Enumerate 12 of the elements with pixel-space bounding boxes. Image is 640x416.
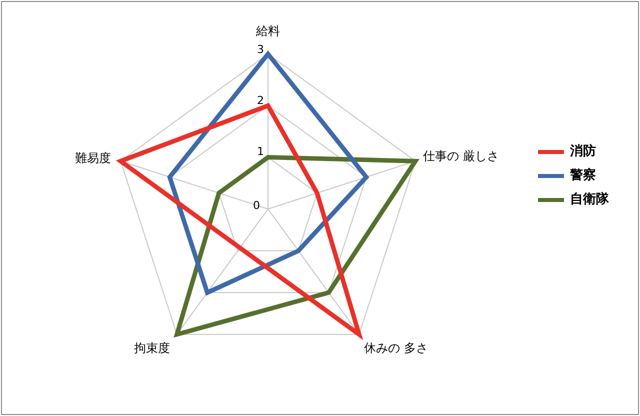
tick-label: 0 (253, 199, 260, 213)
tick-label: 2 (257, 94, 264, 108)
tick-label: 1 (257, 145, 264, 159)
legend-label: 警察 (570, 168, 596, 184)
axis-label: 難易度 (75, 151, 111, 165)
legend-label: 自衛隊 (570, 192, 609, 208)
tick-label: 3 (257, 43, 264, 57)
axis-label: 拘束度 (134, 341, 170, 355)
legend-label: 消防 (570, 144, 596, 160)
axis-label: 休みの 多さ (364, 341, 428, 355)
axis-label: 給料 (256, 24, 280, 38)
axis-label: 仕事の 厳しさ (423, 149, 499, 163)
